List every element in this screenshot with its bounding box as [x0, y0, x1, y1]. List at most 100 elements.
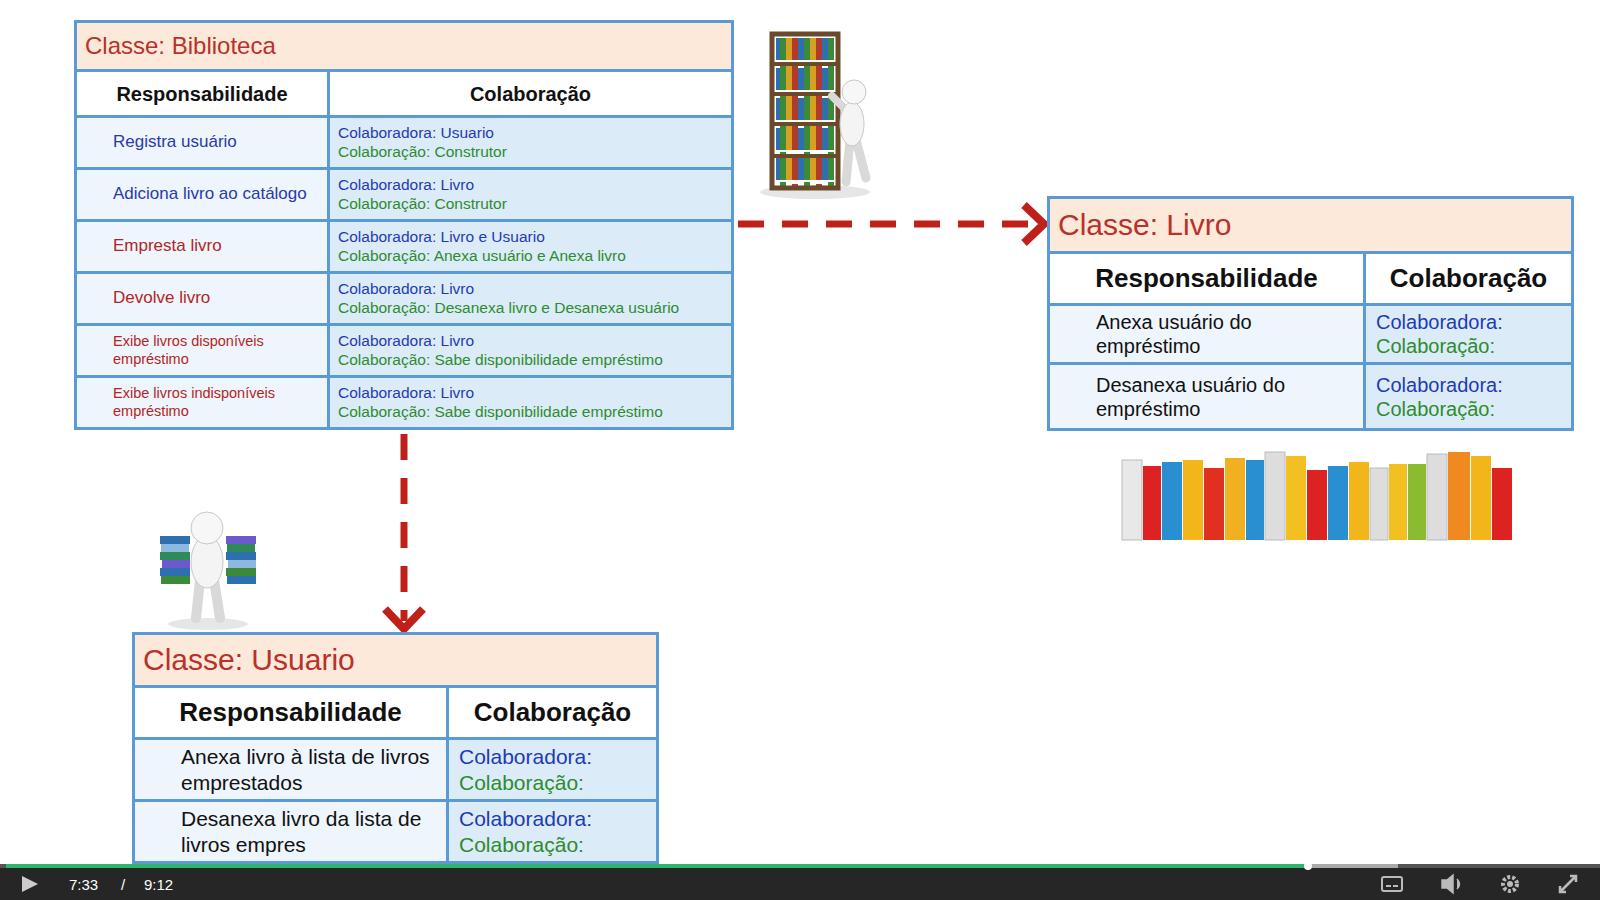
crc-card: Classe: UsuarioResponsabilidadeColaboraç…: [132, 632, 659, 864]
responsibility-text: Exibe livros disponíveis empréstimo: [113, 333, 321, 368]
books-row-part: [1246, 460, 1264, 540]
video-player-bar-part: [1386, 885, 1398, 887]
collaboration-text: Colaboração: Anexa usuário e Anexa livro: [338, 247, 725, 266]
arrow-head: [1024, 205, 1044, 243]
books-row-part: [1448, 452, 1470, 540]
bookshelf-figure-part: [776, 38, 834, 188]
books-row-part: [1265, 452, 1285, 540]
crc-cell: Empresta livro: [77, 219, 327, 271]
crc-cell: Responsabilidade: [77, 69, 327, 115]
collaboration-text: Colaboração:: [459, 832, 650, 857]
dashed-line: [738, 221, 1036, 228]
responsibility-text: Desanexa livro da lista de livros empres: [181, 806, 440, 856]
person-with-books-part: [168, 618, 248, 630]
books-row-part: [1143, 466, 1161, 540]
responsibility-text: Devolve livro: [113, 288, 321, 308]
column-header: Responsabilidade: [116, 82, 287, 106]
books-row-part: [1286, 456, 1306, 540]
crc-cell: Colaboradora: LivroColaboração: Sabe dis…: [327, 323, 731, 375]
bookshelf-figure-part: [772, 122, 838, 126]
books-row-part: [1349, 462, 1369, 540]
crc-cell: Anexa usuário do empréstimo: [1050, 303, 1363, 362]
books-row-part: [1122, 460, 1142, 540]
responsibility-text: Exibe livros indisponíveis empréstimo: [113, 385, 321, 420]
crc-cell: Colaboradora: Livro e UsuarioColaboração…: [327, 219, 731, 271]
class-title: Classe: Livro: [1050, 199, 1571, 251]
collaborator-text: Colaboradora: Livro: [338, 176, 725, 195]
crc-cell: Colaboradora:Colaboração:: [446, 737, 656, 799]
responsibility-text: Anexa usuário do empréstimo: [1096, 310, 1357, 358]
crc-cell: Colaboração: [327, 69, 731, 115]
column-header: Responsabilidade: [1095, 263, 1318, 294]
person-with-books-part: [160, 568, 190, 576]
responsibility-text: Desanexa usuário do empréstimo: [1096, 373, 1357, 421]
books-row-part: [1204, 468, 1224, 540]
crc-cell: Registra usuário: [77, 115, 327, 167]
person-with-books-part: [160, 536, 190, 544]
video-player-bar-part: [22, 876, 38, 892]
collaborator-text: Colaboradora: Usuario: [338, 124, 725, 143]
bookshelf-figure-part: [772, 154, 838, 158]
collaborator-text: Colaboradora:: [459, 806, 650, 831]
person-with-books-part: [191, 512, 223, 544]
crc-cell: Exibe livros disponíveis empréstimo: [77, 323, 327, 375]
column-header: Colaboração: [474, 697, 632, 728]
collaborator-text: Colaboradora: Livro e Usuario: [338, 228, 725, 247]
books-row-part: [1408, 464, 1426, 540]
bookshelf-figure: [760, 34, 870, 199]
person-with-books-part: [226, 568, 256, 576]
books-row-part: [1183, 460, 1203, 540]
person-with-books-part: [228, 560, 256, 568]
collaborator-text: Colaboradora:: [1376, 310, 1565, 334]
collaborator-text: Colaboradora: Livro: [338, 384, 725, 403]
collaborator-text: Colaboradora:: [459, 744, 650, 769]
crc-cell: Colaboradora:Colaboração:: [446, 799, 656, 861]
person-with-books-part: [226, 536, 256, 544]
collaboration-text: Colaboração:: [1376, 397, 1565, 421]
crc-card: Classe: BibliotecaResponsabilidadeColabo…: [74, 20, 734, 430]
crc-card: Classe: LivroResponsabilidadeColaboração…: [1047, 196, 1574, 431]
arrow-head: [385, 609, 423, 629]
class-title: Classe: Biblioteca: [77, 23, 731, 69]
crc-cell: Colaboradora: LivroColaboração: Desanexa…: [327, 271, 731, 323]
video-player-bar-part: [1507, 881, 1513, 887]
person-with-books: [160, 512, 256, 630]
person-with-books-part: [162, 560, 190, 568]
video-player-bar-part: [1382, 877, 1402, 891]
crc-cell: Anexa livro à lista de livros emprestado…: [135, 737, 446, 799]
crc-cell: Responsabilidade: [1050, 251, 1363, 303]
collaboration-text: Colaboração:: [459, 770, 650, 795]
books-row-part: [1162, 462, 1182, 540]
column-header: Colaboração: [470, 82, 591, 106]
person-with-books-part: [161, 544, 189, 552]
crc-cell: Colaboradora: LivroColaboração: Construt…: [327, 167, 731, 219]
bookshelf-figure-part: [772, 34, 838, 188]
dashed-line: [401, 434, 408, 621]
collaboration-text: Colaboração:: [1376, 334, 1565, 358]
responsibility-text: Anexa livro à lista de livros emprestado…: [181, 744, 440, 794]
person-with-books-part: [227, 544, 255, 552]
collaborator-text: Colaboradora: Livro: [338, 280, 725, 299]
responsibility-text: Adiciona livro ao catálogo: [113, 184, 321, 204]
crc-cell: Desanexa usuário do empréstimo: [1050, 362, 1363, 428]
collaborator-text: Colaboradora: Livro: [338, 332, 725, 351]
video-player-bar-part: [1442, 875, 1460, 893]
collaborator-text: Colaboradora:: [1376, 373, 1565, 397]
books-row-part: [1471, 456, 1491, 540]
person-with-books-part: [226, 552, 256, 560]
video-time: 9:12: [144, 876, 173, 894]
crc-cell: Devolve livro: [77, 271, 327, 323]
video-time: /: [121, 876, 125, 894]
video-player-bar-part: [1503, 877, 1517, 891]
books-row-part: [1389, 464, 1407, 540]
crc-cell: Colaboração: [446, 685, 656, 737]
collaboration-text: Colaboração: Desanexa livro e Desanexa u…: [338, 299, 725, 318]
collaboration-text: Colaboração: Sabe disponibilidade emprés…: [338, 403, 725, 422]
column-header: Colaboração: [1390, 263, 1548, 294]
crc-cell: Colaboradora: UsuarioColaboração: Constr…: [327, 115, 731, 167]
video-player-bar-part: [0, 866, 1600, 900]
books-row-part: [1427, 454, 1447, 540]
video-player-bar-part: [1304, 862, 1312, 870]
